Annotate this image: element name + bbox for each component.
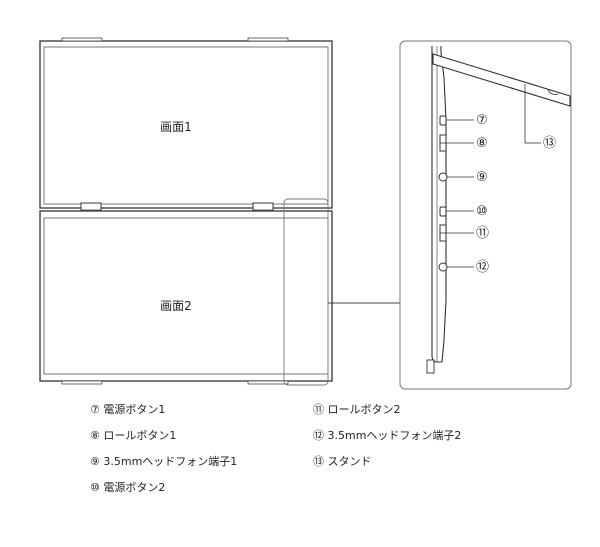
stand xyxy=(432,53,571,107)
side-highlight-box xyxy=(283,198,329,386)
headphone-jack-2 xyxy=(438,262,448,272)
callout-12: ⑫ xyxy=(476,260,489,275)
lower-monitor: 画面2 xyxy=(39,210,333,385)
legend-item-13: ⑬ スタンド xyxy=(313,455,372,468)
screen1-label: 画面1 xyxy=(160,120,192,134)
upper-top-tab-left xyxy=(61,37,103,42)
legend-item-10: ⑩ 電源ボタン2 xyxy=(90,481,166,494)
side-detail-view: ⑦ ⑧ ⑨ ⑩ ⑪ ⑫ ⑬ xyxy=(399,40,572,390)
legend-item-11: ⑪ ロールボタン2 xyxy=(313,403,401,416)
lower-monitor-panel xyxy=(43,217,329,375)
lower-bottom-tab-right xyxy=(247,380,289,385)
upper-monitor-panel xyxy=(43,46,329,205)
callout-11: ⑪ xyxy=(476,226,489,241)
callout-13: ⑬ xyxy=(543,136,556,151)
callout-7: ⑦ xyxy=(476,113,488,128)
power-button-2 xyxy=(439,206,447,217)
lower-bottom-tab-left xyxy=(61,380,103,385)
upper-top-tab-right xyxy=(247,37,289,42)
power-button-1 xyxy=(439,115,447,126)
callout-10: ⑩ xyxy=(476,204,488,219)
monitor-side-profile xyxy=(431,46,447,363)
profile-foot xyxy=(426,359,435,374)
callout-8: ⑧ xyxy=(476,136,488,151)
legend-item-9: ⑨ 3.5mmヘッドフォン端子1 xyxy=(90,455,238,468)
callout-9: ⑨ xyxy=(476,170,488,185)
legend-item-8: ⑧ ロールボタン1 xyxy=(90,429,177,442)
legend-item-12: ⑫ 3.5mmヘッドフォン端子2 xyxy=(313,429,462,442)
upper-monitor: 画面1 xyxy=(39,37,333,209)
headphone-jack-1 xyxy=(438,172,448,182)
legend-item-7: ⑦ 電源ボタン1 xyxy=(90,403,166,416)
screen2-label: 画面2 xyxy=(160,299,192,313)
